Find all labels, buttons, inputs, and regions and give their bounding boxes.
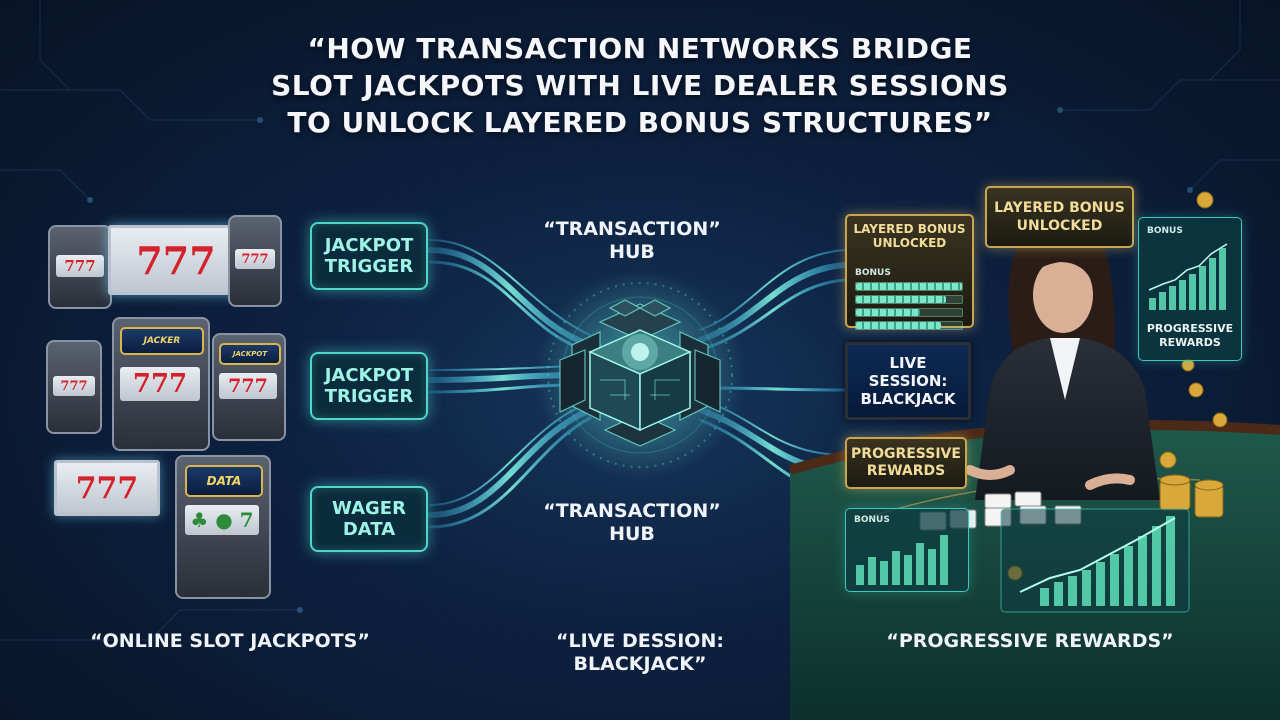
tag-line: WAGER [332, 498, 406, 519]
layered-bonus-unlocked-label: LAYERED BONUS UNLOCKED [985, 186, 1134, 248]
transaction-hub-cube [535, 270, 745, 480]
table-rewards-chart [1000, 508, 1190, 613]
monitor-line: BLACKJACK [860, 390, 956, 408]
slot-reel: 777 [219, 373, 277, 399]
slot-machine: JACKPOT 777 [212, 333, 286, 441]
live-session-monitor: LIVE SESSION: BLACKJACK [845, 342, 971, 420]
bonus-level-bar [855, 295, 963, 304]
slot-machine: 777 [46, 340, 102, 434]
slot-reel: 777 [120, 367, 200, 401]
bonus-card-header: BONUS [855, 268, 891, 278]
hub-label-line: HUB [609, 241, 655, 263]
progressive-rewards-tag: PROGRESSIVE REWARDS [845, 437, 967, 489]
bonus-level-bars [855, 282, 963, 330]
bonus-level-bar [855, 321, 963, 330]
bottom-label-center-line: BLACKJACK” [573, 653, 707, 675]
tag-line: TRIGGER [324, 256, 414, 277]
slot-machine: 777 [228, 215, 282, 307]
progress-card-header: BONUS [1147, 226, 1183, 236]
tag-line: JACKPOT [324, 235, 414, 256]
progress-mini-chart [1148, 243, 1228, 310]
rewards-tag-line: PROGRESSIVE [851, 446, 961, 462]
bonus-level-fill [856, 283, 962, 290]
wager-data-tag: WAGER DATA [310, 486, 428, 552]
table-mini-chart [856, 535, 948, 585]
gold-card-line: UNLOCKED [1016, 218, 1103, 234]
slot-reel-large: 777 [54, 460, 160, 516]
page-title: “HOW TRANSACTION NETWORKS BRIDGE SLOT JA… [140, 30, 1140, 141]
bonus-level-fill [856, 322, 941, 329]
slot-reel: 777 [56, 255, 104, 277]
tag-line: DATA [342, 519, 396, 540]
slot-sign: JACKPOT [219, 343, 281, 365]
title-line-1: “HOW TRANSACTION NETWORKS BRIDGE [307, 32, 973, 65]
table-card-header: BONUS [854, 515, 890, 525]
slot-sign: DATA [185, 465, 263, 497]
bottom-label-center-line: “LIVE DESSION: [556, 630, 724, 652]
bonus-level-fill [856, 296, 947, 303]
bottom-label-left: “ONLINE SLOT JACKPOTS” [90, 630, 370, 652]
slot-reel: 777 [53, 376, 95, 396]
layered-bonus-card: LAYERED BONUS UNLOCKED BONUS [845, 214, 974, 330]
dealer-figure [965, 219, 1160, 500]
tag-line: TRIGGER [324, 386, 414, 407]
title-line-2: SLOT JACKPOTS WITH LIVE DEALER SESSIONS [271, 69, 1009, 102]
bonus-card-title-1: LAYERED BONUS [853, 222, 966, 236]
bonus-card-title-2: UNLOCKED [872, 236, 947, 250]
slot-reel: 777 [235, 249, 275, 269]
bonus-level-fill [856, 309, 920, 316]
bottom-label-center: “LIVE DESSION: BLACKJACK” [520, 630, 760, 676]
bonus-level-bar [855, 308, 963, 317]
slot-reel-large: 777 [108, 225, 244, 295]
slot-machine: 777 [48, 225, 112, 309]
hub-label-line: “TRANSACTION” [543, 218, 721, 240]
monitor-line: LIVE SESSION: [868, 354, 948, 390]
progressive-rewards-card: BONUS PROGRESSIVE REWARDS [1138, 217, 1242, 361]
jackpot-trigger-tag: JACKPOT TRIGGER [310, 352, 428, 420]
progress-card-label: PROGRESSIVE REWARDS [1139, 322, 1241, 350]
slot-machine: JACKER 777 [112, 317, 210, 451]
hub-label-top: “TRANSACTION” HUB [522, 218, 742, 264]
table-bonus-card: BONUS [845, 508, 969, 592]
hub-label-line: “TRANSACTION” [543, 500, 721, 522]
bonus-level-bar [855, 282, 963, 291]
gold-card-line: LAYERED BONUS [994, 200, 1125, 216]
progress-card-line: PROGRESSIVE [1146, 322, 1234, 335]
slot-reel-symbols: ♣ ● 7 [185, 505, 259, 535]
hub-label-bottom: “TRANSACTION” HUB [522, 500, 742, 546]
hub-label-line: HUB [609, 523, 655, 545]
tag-line: JACKPOT [324, 365, 414, 386]
bottom-label-right: “PROGRESSIVE REWARDS” [886, 630, 1174, 652]
progress-card-line: REWARDS [1159, 336, 1221, 349]
rewards-tag-line: REWARDS [866, 463, 946, 479]
title-line-3: TO UNLOCK LAYERED BONUS STRUCTURES” [287, 106, 993, 139]
slot-machine-cluster: 777 777 777 777 JACKER 777 JACKPOT 777 7… [40, 215, 330, 615]
slot-machine: DATA ♣ ● 7 [175, 455, 271, 599]
jackpot-trigger-tag: JACKPOT TRIGGER [310, 222, 428, 290]
slot-sign: JACKER [120, 327, 204, 355]
